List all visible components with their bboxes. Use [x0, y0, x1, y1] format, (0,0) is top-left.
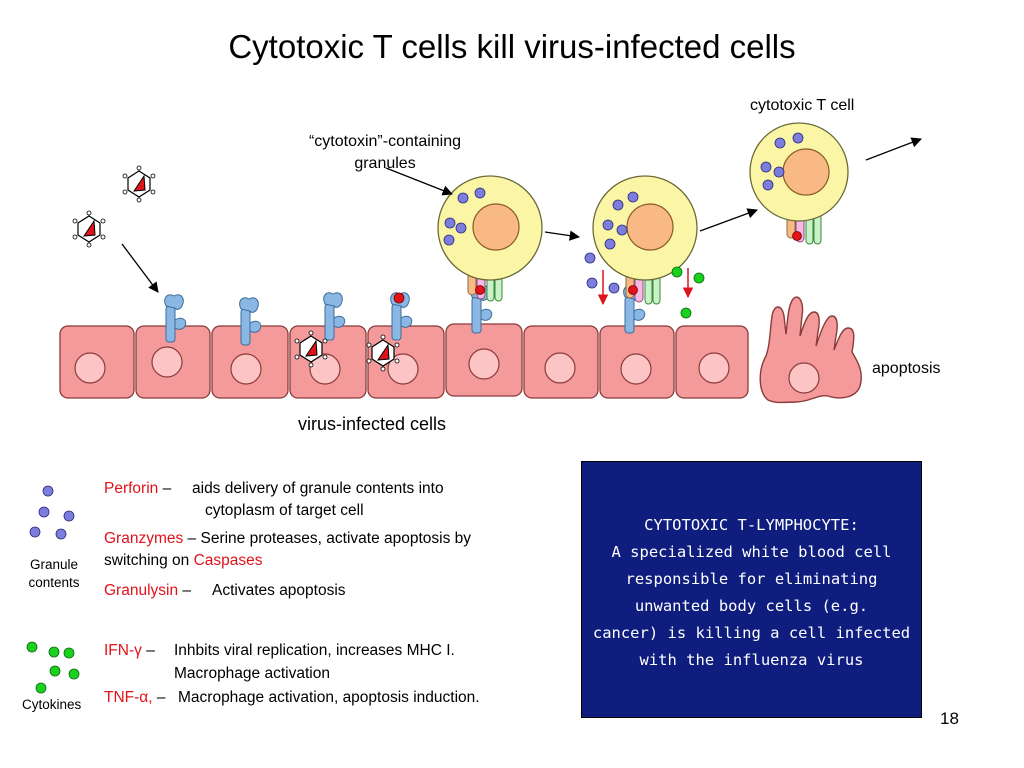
cytotoxic-t-cell-1	[437, 175, 543, 302]
arrow	[544, 230, 581, 241]
tnf-term: TNF-α,	[104, 689, 153, 706]
cytotoxic-t-cell-label: cytotoxic T cell	[750, 97, 855, 114]
virus-icon	[72, 210, 106, 248]
arrow	[385, 167, 453, 196]
info-box-line: unwanted body cells (e.g.	[634, 597, 869, 615]
perforin-line2: cytoplasm of target cell	[205, 502, 364, 519]
granzymes-line2-prefix: switching on	[104, 552, 194, 569]
cell-nucleus	[698, 352, 730, 384]
granzymes-definition: Granzymes – Serine proteases, activate a…	[104, 530, 471, 548]
cell-nucleus	[151, 346, 183, 378]
info-box-line: cancer) is killing a cell infected	[592, 624, 911, 642]
cytokine	[680, 307, 692, 319]
perforin-line1: aids delivery of granule contents into	[192, 480, 444, 497]
info-box-line: with the influenza virus	[639, 651, 864, 669]
tnf-sep: –	[152, 689, 166, 706]
cytotoxic-t-cell-2	[584, 175, 705, 319]
granulysin-sep: –	[178, 582, 192, 599]
info-box-text: CYTOTOXIC T-LYMPHOCYTE: A specialized wh…	[590, 512, 913, 674]
perforin-term: Perforin	[104, 480, 159, 497]
granule-legend-icon	[29, 485, 75, 540]
ifn-line2: Macrophage activation	[174, 665, 330, 682]
cytotoxic-t-cell-3	[749, 122, 849, 245]
cell-nucleus	[788, 362, 820, 394]
cell-nucleus	[309, 353, 341, 385]
ifn-sep: –	[141, 642, 155, 659]
info-box-line: A specialized white blood cell	[611, 543, 892, 561]
granules-label-line1: “cytotoxin”-containing	[308, 133, 462, 150]
granzymes-line2: switching on Caspases	[104, 552, 263, 570]
perforin-definition: Perforin – aids delivery of granule cont…	[104, 480, 444, 498]
cell-nucleus	[74, 352, 106, 384]
t-cell-nucleus	[626, 203, 674, 251]
granule	[586, 277, 598, 289]
epithelial-cell-row	[59, 323, 749, 399]
granule-contents-line2: contents	[28, 575, 80, 590]
viral-antigen	[393, 292, 405, 304]
granules-label: “cytotoxin”-containing granules	[305, 131, 465, 175]
info-box-line: CYTOTOXIC T-LYMPHOCYTE:	[644, 516, 859, 534]
granule	[584, 252, 596, 264]
granulysin-definition: Granulysin – Activates apoptosis	[104, 582, 346, 600]
granule	[608, 282, 620, 294]
cytokines-label: Cytokines	[22, 697, 82, 712]
caspases-term: Caspases	[193, 552, 263, 569]
virus-icon	[122, 165, 156, 203]
page-number: 18	[940, 709, 959, 728]
granulysin-term: Granulysin	[104, 582, 179, 599]
apoptotic-cell	[759, 296, 862, 404]
cytokine-legend-icon	[26, 641, 80, 694]
arrow	[865, 137, 922, 161]
virus-infected-cells-label: virus-infected cells	[298, 414, 447, 434]
cytokine	[671, 266, 683, 278]
ifn-line1: Inhbits viral replication, increases MHC…	[174, 642, 455, 659]
tnf-definition: TNF-α, – Macrophage activation, apoptosi…	[104, 689, 480, 707]
info-box: CYTOTOXIC T-LYMPHOCYTE: A specialized wh…	[581, 461, 922, 718]
cell-nucleus	[544, 352, 576, 384]
tnf-text: Macrophage activation, apoptosis inducti…	[178, 689, 480, 706]
arrow	[699, 208, 758, 232]
granules-label-line2: granules	[354, 155, 416, 172]
granzymes-line1: – Serine proteases, activate apoptosis b…	[183, 530, 472, 547]
ifn-definition: IFN-γ – Inhbits viral replication, incre…	[104, 642, 455, 660]
granzymes-term: Granzymes	[104, 530, 184, 547]
granule-contents-line1: Granule	[29, 557, 79, 572]
apoptosis-label: apoptosis	[872, 360, 941, 377]
t-cell-nucleus	[472, 203, 520, 251]
cell-nucleus	[620, 353, 652, 385]
t-cell-nucleus	[782, 148, 830, 196]
cell-nucleus	[468, 348, 500, 380]
arrow	[121, 243, 159, 293]
cytokine	[693, 272, 705, 284]
ifn-term: IFN-γ	[104, 642, 142, 659]
slide-title: Cytotoxic T cells kill virus-infected ce…	[228, 28, 796, 65]
granule-contents-label: Granule contents	[20, 556, 88, 592]
perforin-sep: –	[158, 480, 172, 497]
cell-nucleus	[230, 353, 262, 385]
granulysin-text: Activates apoptosis	[212, 582, 346, 599]
info-box-line: responsible for eliminating	[625, 570, 878, 588]
